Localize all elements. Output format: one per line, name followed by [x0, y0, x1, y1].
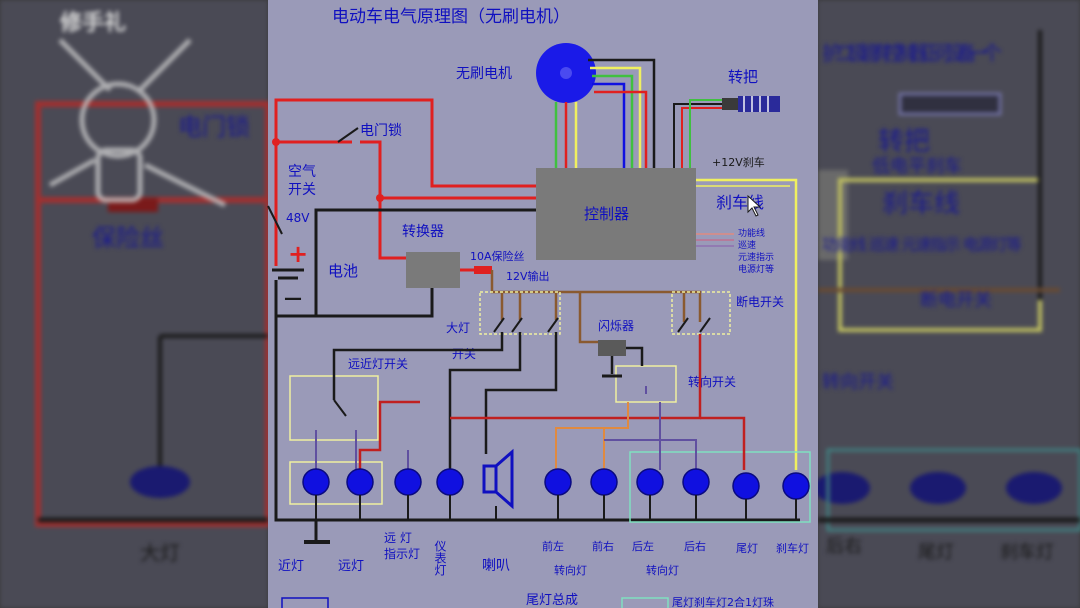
near-light-label: 近灯 [278, 559, 304, 574]
rear-left-bulb [636, 468, 664, 496]
tail-brake-combo-label: 尾灯刹车灯2合1灯珠 [672, 595, 774, 608]
mouse-cursor-icon [747, 194, 762, 217]
converter-box [406, 252, 460, 288]
voltage-48-label: 48V [286, 211, 310, 225]
headlight-switch-label-1: 大灯 [446, 321, 470, 335]
bg-right-brake-light: 刹车灯 [1000, 542, 1054, 563]
battery-minus: — [284, 288, 302, 309]
turn-switch-label: 转向开关 [688, 374, 736, 389]
motor-label: 无刷电机 [456, 66, 512, 82]
lamp-group [302, 468, 810, 500]
bg-right-power-cut: 断电开关 [920, 290, 992, 311]
instrument-light-bulb [436, 468, 464, 496]
motor-wires [554, 58, 656, 168]
far-light-label: 远灯 [338, 559, 364, 574]
tail-assembly-box [629, 451, 811, 523]
air-switch-label-1: 空气 [288, 164, 316, 180]
battery-label: 电池 [328, 262, 358, 280]
key-switch-label: 电门锁 [360, 123, 402, 139]
rear-right-label: 后右 [684, 539, 706, 553]
front-right-label: 前右 [592, 539, 614, 553]
fuse-label: 10A保险丝 [470, 249, 525, 263]
output-12v-label: 12V输出 [506, 269, 550, 283]
fuse-icon [474, 266, 492, 274]
rear-left-label: 后左 [632, 540, 654, 553]
flasher-box [598, 340, 626, 356]
func-line-3: 元速指示 [738, 251, 774, 263]
bg-left-headlight-label: 大灯 [140, 541, 180, 565]
front-right-bulb [590, 468, 618, 496]
rear-right-bulb [682, 468, 710, 496]
brake-12v-label: +12V刹车 [712, 155, 765, 169]
tail-light-bulb [732, 472, 760, 500]
brake-light-bulb [782, 472, 810, 500]
beam-switch-label: 远近灯开关 [348, 357, 408, 371]
bg-right-top-text: 护二极管有 控制器正可 设备一个 [822, 41, 1002, 65]
front-left-bulb [544, 468, 572, 496]
bg-right-turn-switch: 转向开关 [822, 372, 894, 393]
tail-assembly-label: 尾灯总成 [526, 593, 578, 608]
power-cut-label: 断电开关 [736, 294, 784, 309]
headlight-group-box [289, 461, 383, 505]
battery-plus: + [288, 240, 308, 268]
far-indicator-bulb [394, 468, 422, 496]
brake-line-label: 刹车线 [716, 193, 764, 212]
throttle-label: 转把 [728, 68, 758, 86]
turn-light-left-label: 转向灯 [554, 563, 587, 577]
far-light-bulb [346, 468, 374, 496]
bg-right-rear-right: 后右 [826, 536, 862, 557]
func-line-2: 巡速 [738, 240, 756, 251]
flasher-label: 闪烁器 [598, 319, 634, 333]
far-indicator-label-1: 远 灯 [384, 531, 412, 545]
key-switch-icon [337, 127, 359, 143]
bg-right-throttle-label: 转把 [878, 127, 930, 157]
controller-box [536, 168, 696, 260]
bg-right-brake-sub: 低电平刹车 [872, 156, 962, 177]
diagram-title: 电动车电气原理图（无刷电机） [332, 7, 570, 27]
brake-light-label: 刹车灯 [776, 541, 809, 555]
bg-right-tail-light: 尾灯 [918, 542, 954, 563]
bg-right-func-lines: 功能线 巡速 元速指示 电源灯等 [822, 235, 1022, 254]
horn-icon [482, 448, 514, 520]
controller-label: 控制器 [584, 205, 629, 223]
battery-icon [282, 236, 312, 266]
converter-label: 转换器 [402, 223, 444, 240]
front-left-label: 前左 [542, 539, 564, 553]
ground-wires-black [274, 208, 800, 540]
near-light-bulb [302, 468, 330, 496]
watermark-text: 修手礼 [59, 10, 126, 36]
far-indicator-label-2: 指示灯 [384, 546, 420, 561]
horn-label: 喇叭 [482, 558, 510, 574]
air-switch-label-2: 开关 [288, 182, 316, 198]
tail-light-label: 尾灯 [736, 542, 758, 555]
bg-left-fuse-label: 保险丝 [92, 224, 164, 252]
brake-wire-yellow [696, 178, 798, 470]
func-line-1: 功能线 [738, 227, 765, 239]
bg-right-brake-line: 刹车线 [882, 189, 960, 219]
turn-light-right-label: 转向灯 [646, 563, 679, 577]
instrument-light-label: 仪表灯 [433, 540, 447, 577]
func-line-4: 电源灯等 [738, 263, 774, 275]
air-switch-icon [267, 205, 283, 235]
turn-switch-box [615, 365, 677, 403]
distribution-wires-brown [490, 270, 702, 344]
bg-left-key-label: 电门锁 [178, 113, 250, 141]
